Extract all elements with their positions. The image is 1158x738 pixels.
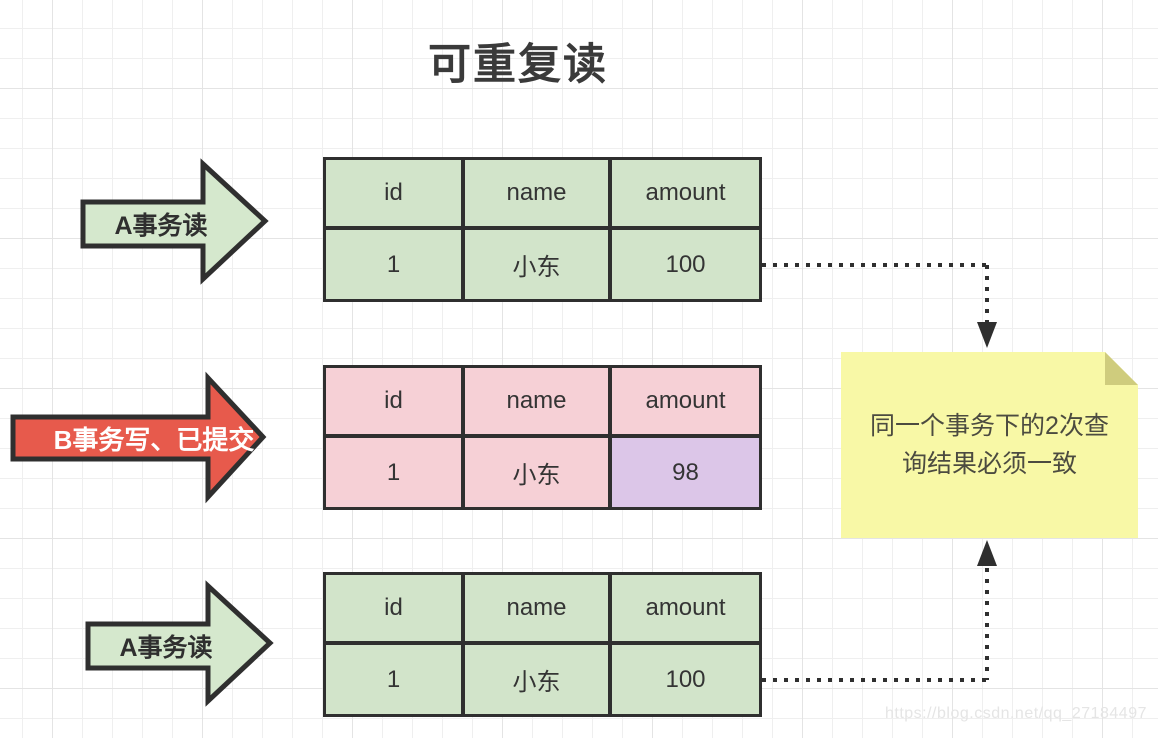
arrow-a-transaction-read-2: A事务读 [85, 580, 276, 707]
arrow-label: B事务写、已提交 [53, 424, 255, 455]
table-cell: 100 [612, 645, 759, 714]
right-arrow-icon [10, 371, 267, 504]
page-title: 可重复读 [428, 41, 608, 89]
note-fold-corner [1105, 352, 1138, 385]
table-header-cell: name [465, 575, 612, 645]
table-cell: 1 [326, 438, 465, 507]
arrowhead-down-icon [977, 322, 997, 348]
table-a-second-read: id name amount 1 小东 100 [323, 572, 762, 717]
arrow-b-transaction-write: B事务写、已提交 [10, 371, 269, 504]
arrow-label: A事务读 [119, 634, 213, 662]
watermark-url: https://blog.csdn.net/qq_27184497 [884, 705, 1147, 722]
right-arrow-icon [80, 158, 269, 285]
table-b-write: id name amount 1 小东 98 [323, 365, 762, 510]
table-cell: 小东 [465, 438, 612, 507]
table-cell: 1 [326, 230, 465, 299]
table-cell: 小东 [465, 645, 612, 714]
table-cell: 100 [612, 230, 759, 299]
sticky-note-text: 同一个事务下的2次查询结果必须一致 [870, 412, 1109, 478]
arrowhead-up-icon [977, 540, 997, 566]
table-header-cell: id [326, 160, 465, 230]
table-cell: 小东 [465, 230, 612, 299]
table-header-cell: id [326, 575, 465, 645]
dotted-line [762, 263, 988, 267]
table-header-cell: id [326, 368, 465, 438]
arrow-label: A事务读 [114, 212, 208, 240]
dotted-line [762, 678, 988, 682]
table-cell: 1 [326, 645, 465, 714]
table-header-cell: amount [612, 575, 759, 645]
dotted-line [985, 265, 989, 322]
right-arrow-icon [85, 580, 274, 707]
table-header-cell: name [465, 160, 612, 230]
arrow-a-transaction-read-1: A事务读 [80, 158, 271, 285]
table-header-cell: amount [612, 368, 759, 438]
table-header-cell: amount [612, 160, 759, 230]
sticky-note: 同一个事务下的2次查询结果必须一致 [841, 352, 1138, 538]
table-header-cell: name [465, 368, 612, 438]
table-a-first-read: id name amount 1 小东 100 [323, 157, 762, 302]
table-cell-changed-amount: 98 [612, 438, 759, 507]
dotted-line [985, 568, 989, 680]
